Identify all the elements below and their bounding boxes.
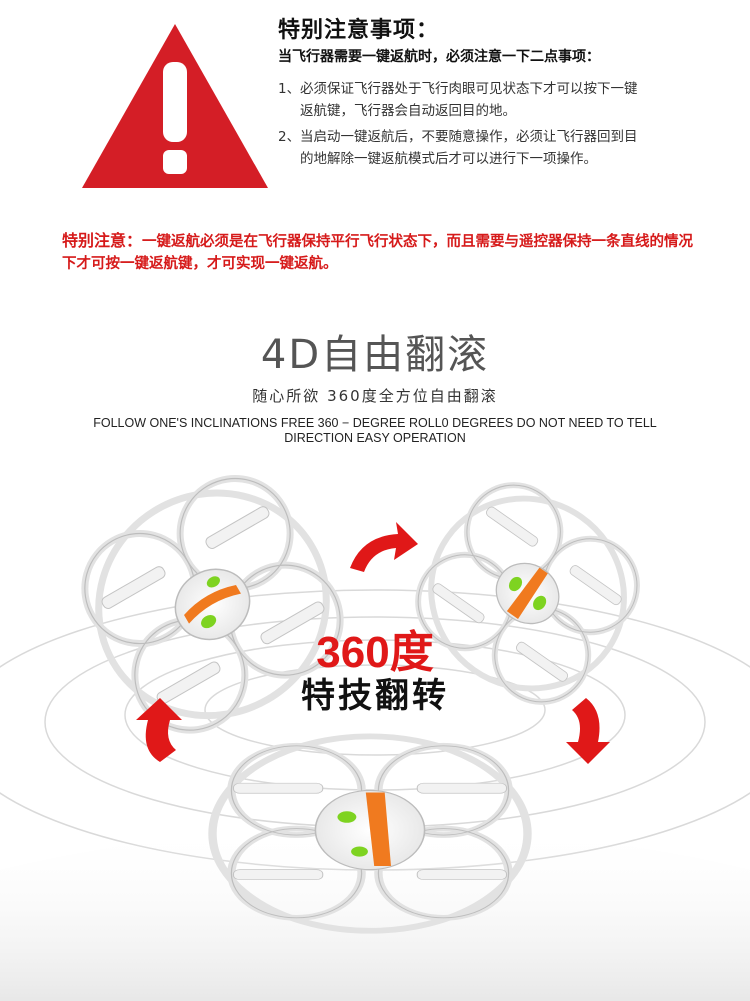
feature-english: FOLLOW ONE'S INCLINATIONS FREE 360 − DEG… bbox=[93, 416, 657, 445]
notice-item: 2、 当启动一键返航后，不要随意操作，必须让飞行器回到目的地解除一键返航模式后才… bbox=[278, 126, 638, 170]
item-text: 必须保证飞行器处于飞行肉眼可见状态下才可以按下一键返航键，飞行器会自动返回目的地… bbox=[300, 81, 638, 119]
flip-degree-text: 360度 bbox=[316, 628, 434, 677]
flip-scene-illustration bbox=[0, 475, 750, 1001]
drone-top-right bbox=[415, 482, 640, 705]
warning-triangle-icon bbox=[82, 24, 268, 188]
rotate-arrow-icon bbox=[136, 522, 610, 764]
flip-stunt-text: 特技翻转 bbox=[301, 676, 449, 716]
special-notice: 特别注意：一键返航必须是在飞行器保持平行飞行状态下，而且需要与遥控器保持一条直线… bbox=[62, 230, 702, 275]
notice-subtitle: 当飞行器需要一键返航时，必须注意一下二点事项： bbox=[278, 49, 600, 65]
feature-subtitle: 随心所欲 360度全方位自由翻滚 bbox=[252, 387, 498, 405]
drone-top-left bbox=[81, 475, 344, 734]
item-number: 1、 bbox=[278, 81, 301, 97]
item-text: 当启动一键返航后，不要随意操作，必须让飞行器回到目的地解除一键返航模式后才可以进… bbox=[300, 129, 638, 167]
drone-bottom bbox=[208, 733, 532, 934]
special-notice-text: 一键返航必须是在飞行器保持平行飞行状态下，而且需要与遥控器保持一条直线的情况下才… bbox=[62, 234, 694, 272]
special-notice-label: 特别注意： bbox=[62, 231, 143, 250]
notice-item: 1、 必须保证飞行器处于飞行肉眼可见状态下才可以按下一键返航键，飞行器会自动返回… bbox=[278, 78, 638, 122]
notice-title: 特别注意事项： bbox=[278, 18, 440, 43]
feature-title: 4D自由翻滚 bbox=[260, 332, 490, 378]
item-number: 2、 bbox=[278, 129, 301, 145]
